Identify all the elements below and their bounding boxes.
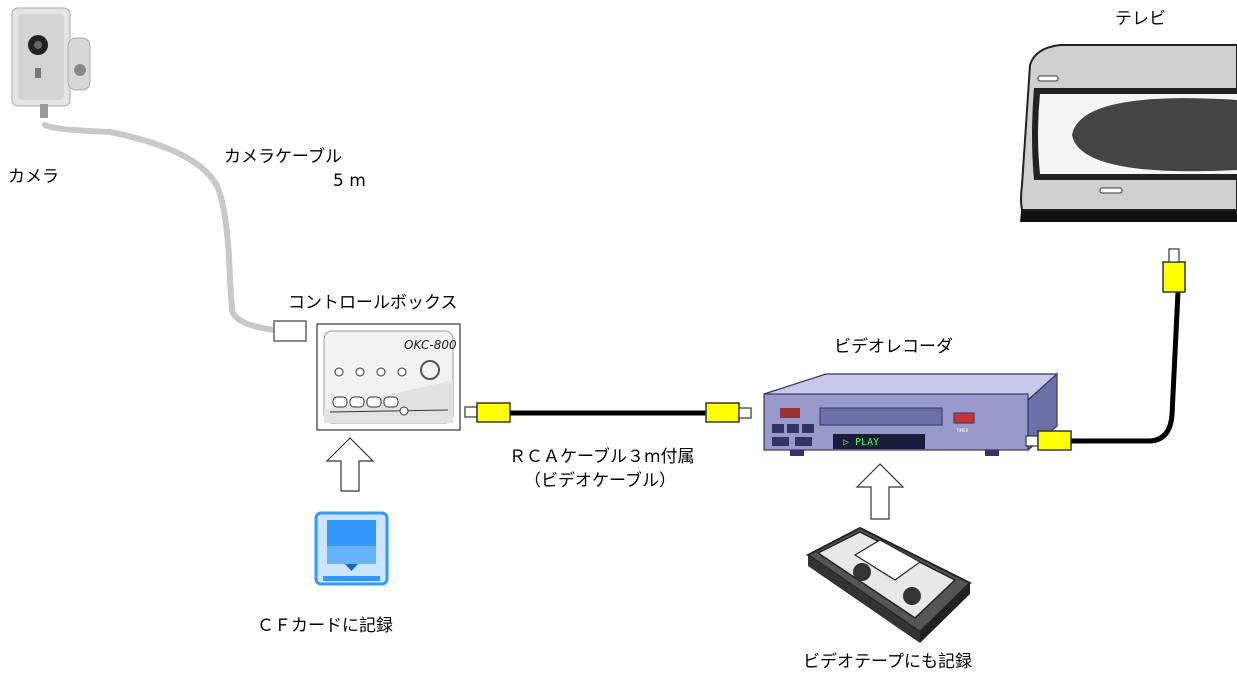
- video-tape-icon: [806, 526, 972, 643]
- cf-to-box-arrow: [325, 437, 375, 492]
- cf-card-icon: [314, 511, 389, 586]
- vcr-to-tv-cable: [1025, 248, 1186, 451]
- tv-label: テレビ: [1115, 9, 1166, 29]
- rca-cable: [464, 402, 752, 423]
- camera-cable-label: カメラケーブル: [224, 147, 342, 167]
- vcr-play-display: ▷ PLAY: [843, 437, 879, 448]
- video-recorder-image: [763, 372, 1059, 456]
- cf-card-label: ＣＦカードに記録: [257, 616, 393, 636]
- control-box-label: コントロールボックス: [288, 293, 458, 313]
- camera-cable-length-label: 5 m: [333, 171, 366, 191]
- control-box-model-text: OKC-800: [404, 338, 457, 352]
- tape-to-vcr-arrow: [855, 463, 905, 520]
- camera-cable: [42, 122, 278, 333]
- rca-cable-sub-label: （ビデオケーブル）: [524, 471, 676, 491]
- camera-image: [11, 7, 91, 118]
- vcr-timer-text: TIMER: [955, 428, 969, 433]
- tv-image: [1020, 44, 1237, 222]
- video-tape-label: ビデオテープにも記録: [803, 652, 972, 672]
- rca-cable-label: ＲＣＡケーブル３m付属: [509, 447, 695, 467]
- camera-label: カメラ: [8, 167, 59, 187]
- control-box-image: [316, 323, 461, 431]
- camera-cable-connector: [273, 320, 307, 342]
- video-recorder-label: ビデオレコーダ: [834, 337, 953, 357]
